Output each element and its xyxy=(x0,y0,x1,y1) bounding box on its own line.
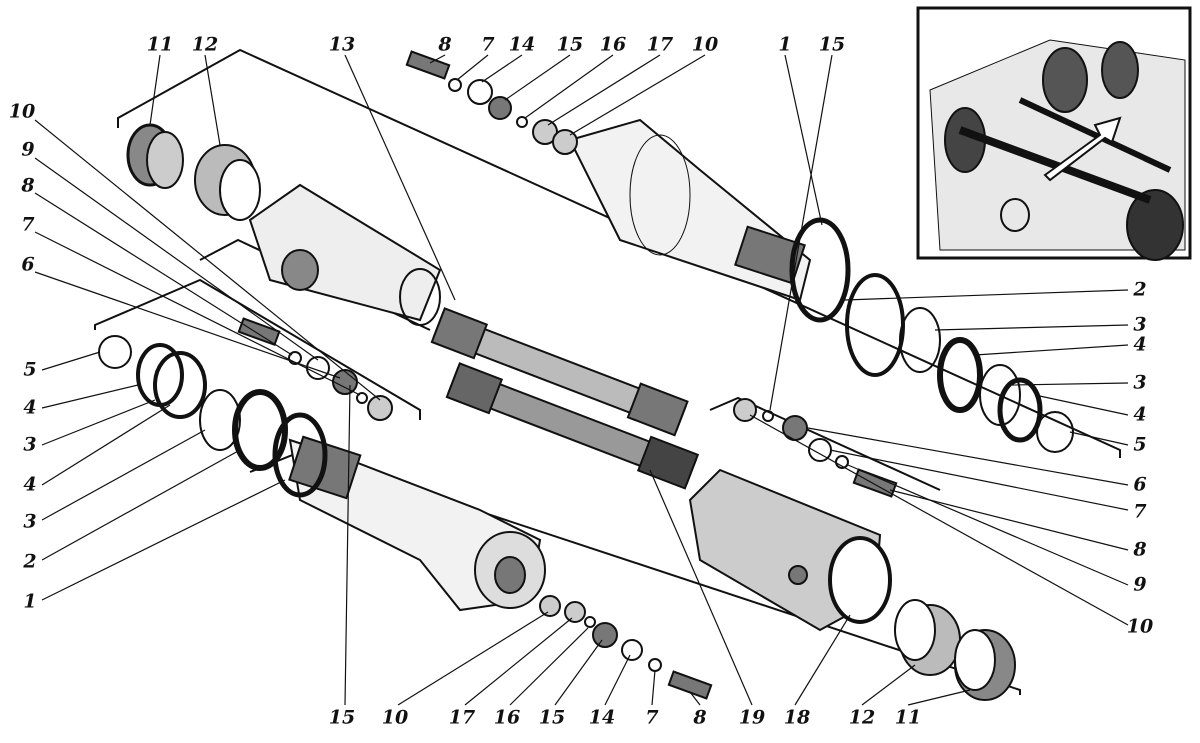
shaft-13 xyxy=(430,307,689,437)
part-label: 7 xyxy=(1133,500,1147,523)
part-label: 15 xyxy=(328,706,356,729)
part-label: 17 xyxy=(448,706,476,729)
part-label: 8 xyxy=(693,706,707,729)
part-label: 8 xyxy=(438,33,452,56)
hub-upper-right xyxy=(568,118,812,302)
part-label: 10 xyxy=(691,33,719,56)
part-label: 10 xyxy=(1126,615,1154,638)
part-label: 2 xyxy=(23,550,37,573)
part-label: 8 xyxy=(21,174,35,197)
part-label: 9 xyxy=(1133,573,1147,596)
part-label: 15 xyxy=(818,33,846,56)
part-label: 5 xyxy=(1133,433,1147,456)
part-label: 16 xyxy=(493,706,521,729)
part-label: 13 xyxy=(328,33,356,56)
hub-lower-left xyxy=(288,435,546,612)
part-label: 14 xyxy=(588,706,616,729)
part-label: 3 xyxy=(23,510,37,533)
part-label: 9 xyxy=(21,138,35,161)
part-label: 11 xyxy=(894,706,922,729)
part-label: 4 xyxy=(1133,403,1147,426)
part-label: 7 xyxy=(645,706,659,729)
part-label: 12 xyxy=(191,33,219,56)
shaft-19 xyxy=(445,362,700,490)
part-label: 3 xyxy=(23,433,37,456)
part-label: 15 xyxy=(538,706,566,729)
part-label: 4 xyxy=(23,396,37,419)
part-label: 3 xyxy=(1133,371,1147,394)
part-label: 4 xyxy=(1133,333,1147,356)
part-label: 5 xyxy=(23,358,37,381)
part-label: 12 xyxy=(848,706,876,729)
part-label: 1 xyxy=(23,590,37,613)
part-label: 10 xyxy=(381,706,409,729)
part-label: 7 xyxy=(21,213,35,236)
part-label: 4 xyxy=(23,473,37,496)
inset-view xyxy=(916,6,1192,261)
part-label: 2 xyxy=(1133,278,1147,301)
part-label: 17 xyxy=(646,33,674,56)
part-label: 19 xyxy=(738,706,766,729)
part-label: 3 xyxy=(1133,313,1147,336)
part-label: 1 xyxy=(778,33,792,56)
housing-upper-left xyxy=(248,183,442,326)
part-label: 6 xyxy=(1133,473,1147,496)
part-label: 15 xyxy=(556,33,584,56)
housing-lower-right xyxy=(688,468,892,632)
part-label: 18 xyxy=(783,706,811,729)
part-label: 14 xyxy=(508,33,536,56)
part-label: 16 xyxy=(599,33,627,56)
leader-lines xyxy=(34,54,1129,706)
part-label: 11 xyxy=(146,33,174,56)
part-label: 10 xyxy=(8,100,36,123)
bolts-and-washers xyxy=(237,50,898,700)
part-label: 8 xyxy=(1133,538,1147,561)
part-label: 6 xyxy=(21,253,35,276)
rings-and-bushings xyxy=(98,123,1074,701)
part-label: 7 xyxy=(481,33,495,56)
